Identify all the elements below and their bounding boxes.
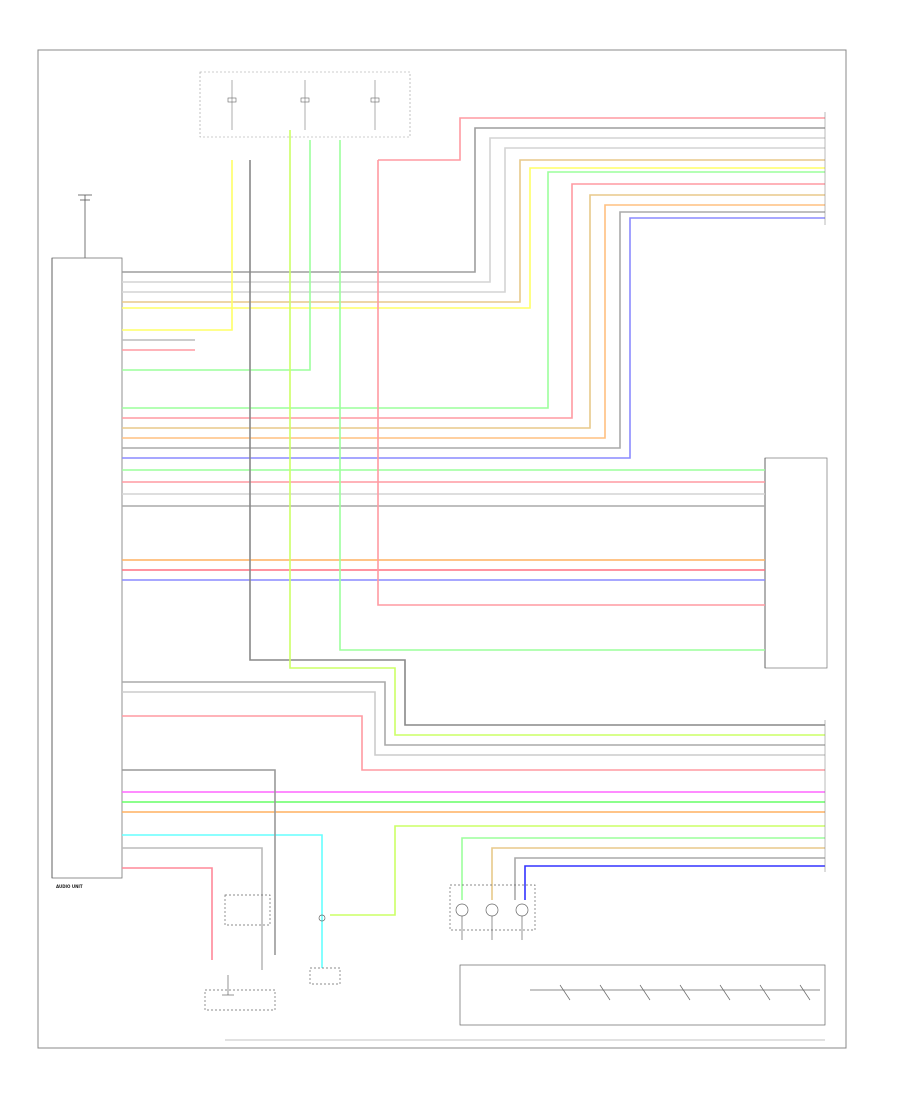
audio-unit-label: AUDIO UNIT bbox=[56, 884, 83, 889]
wire-green-steer bbox=[461, 837, 825, 900]
steering-switches bbox=[449, 884, 826, 1026]
wire-gray-bottom2 bbox=[122, 769, 276, 955]
wire-lightgray-1 bbox=[122, 137, 825, 283]
wire-gray-bottom bbox=[122, 847, 263, 970]
wire-orange-1 bbox=[122, 204, 825, 439]
wire-tan-1 bbox=[122, 159, 825, 303]
satellite-receiver-box bbox=[764, 457, 828, 669]
wire-green-1 bbox=[122, 171, 825, 409]
wire-gray-2 bbox=[122, 211, 825, 449]
wire-yellow-1 bbox=[122, 167, 825, 309]
wire-gray-steer bbox=[514, 857, 825, 900]
wire-lime-vert bbox=[289, 130, 825, 736]
wire-red-2 bbox=[122, 183, 825, 419]
wire-blue-steer bbox=[524, 865, 825, 900]
wire-red-vert bbox=[377, 160, 765, 606]
diagram-border bbox=[37, 49, 847, 1049]
fuse-block bbox=[199, 71, 411, 138]
wire-red-top bbox=[378, 117, 825, 161]
wire-cyan bbox=[122, 834, 323, 968]
wire-yellow-stub bbox=[122, 160, 233, 331]
wire-tan-2 bbox=[122, 194, 825, 429]
wire-blue-1 bbox=[122, 217, 825, 459]
wire-gray-low2 bbox=[122, 691, 825, 756]
wire-group bbox=[122, 117, 825, 970]
wire-gray-low1 bbox=[122, 681, 825, 746]
wire-gray-vert bbox=[249, 160, 825, 726]
wire-lime-low bbox=[330, 825, 825, 916]
cyan-device bbox=[309, 914, 341, 985]
wire-gray-1 bbox=[122, 127, 825, 273]
wire-green-stub bbox=[122, 140, 311, 371]
wire-green-vert bbox=[339, 140, 765, 651]
audio-unit-box bbox=[51, 257, 123, 879]
wire-red-low bbox=[122, 715, 825, 771]
wire-lightgray-2 bbox=[122, 147, 825, 293]
antenna-symbol bbox=[78, 194, 92, 258]
wire-pink-bottom bbox=[122, 867, 213, 960]
wire-tan-steer bbox=[491, 847, 825, 900]
ground-switch bbox=[204, 894, 276, 1011]
